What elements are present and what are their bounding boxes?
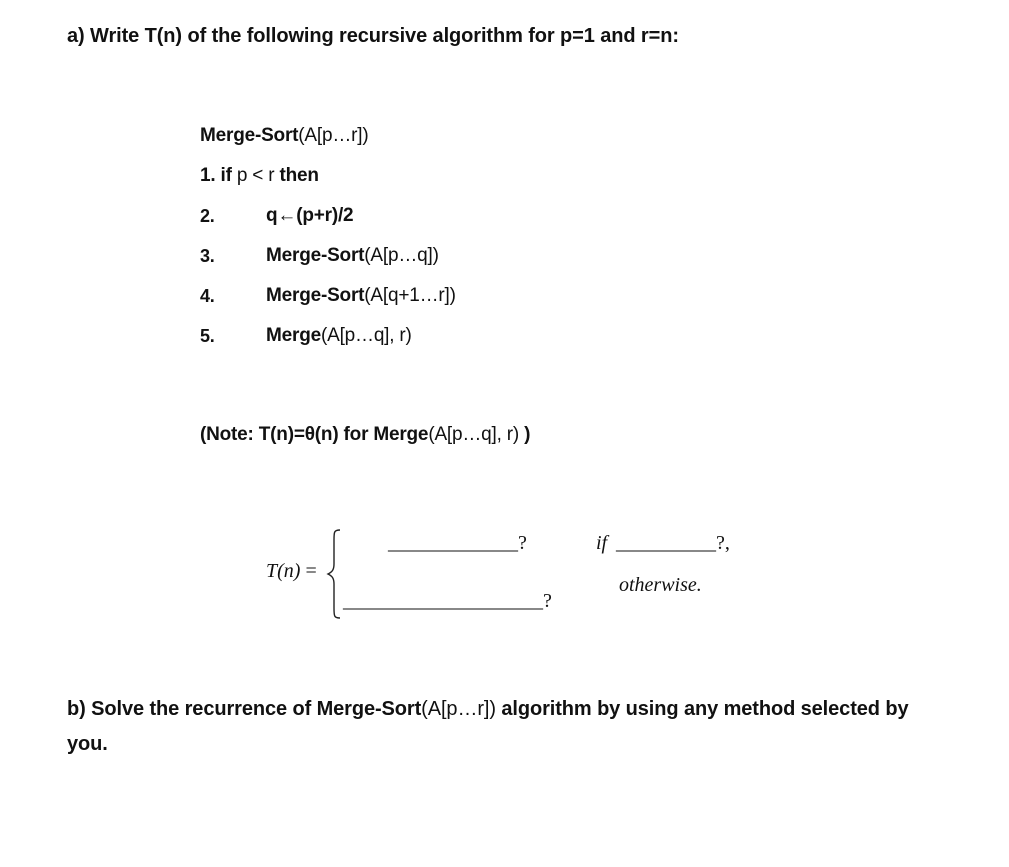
step-number: 5. — [200, 326, 215, 346]
condition: p < r — [231, 165, 280, 186]
part-b-question-line-2: you. — [67, 733, 108, 755]
step-2-var: q — [266, 205, 278, 226]
assign-arrow-icon: ← — [277, 205, 297, 226]
part-b-question-line-1: b) Solve the recurrence of Merge-Sort(A[… — [67, 698, 909, 721]
note-prefix: (Note: T(n)= — [200, 424, 305, 445]
step-5-call: Merge — [266, 325, 321, 346]
step-2-expr: (p+r)/2 — [296, 205, 354, 226]
algorithm-name: Merge-Sort — [200, 125, 299, 146]
keyword-if: 1. if — [200, 165, 232, 186]
step-number: 4. — [200, 286, 215, 306]
keyword-then: then — [279, 165, 319, 186]
step-4-statement: Merge-Sort(A[q+1…r]) — [266, 285, 456, 307]
case-2-otherwise: otherwise. — [619, 574, 702, 596]
step-3-args: (A[p…q]) — [364, 245, 439, 266]
case-1-if: if — [596, 532, 608, 554]
note: (Note: T(n)=θ(n) for Merge(A[p…q], r) ) — [200, 424, 530, 446]
lhs-T: T — [266, 560, 278, 582]
lhs-n: (n) — [277, 560, 301, 582]
note-middle: (n) for Merge — [314, 424, 429, 445]
case-2-value-blank[interactable]: ____________________? — [343, 590, 552, 612]
left-brace-icon — [326, 529, 341, 619]
step-number: 3. — [200, 246, 215, 266]
recurrence-lhs: T(n) = — [266, 560, 317, 583]
part-b-prefix: b) Solve the recurrence of Merge-Sort — [67, 698, 422, 720]
algorithm-line-1: 1. if p < r then — [200, 165, 319, 187]
step-5-args: (A[p…q], r) — [320, 325, 412, 346]
algorithm-header: Merge-Sort(A[p…r]) — [200, 125, 369, 147]
note-args: (A[p…q], r) — [428, 424, 520, 445]
step-4-call: Merge-Sort — [266, 285, 365, 306]
part-b-suffix: algorithm by using any method selected b… — [495, 698, 909, 720]
step-4-args: (A[q+1…r]) — [364, 285, 456, 306]
step-3-call: Merge-Sort — [266, 245, 365, 266]
algorithm-args: (A[p…r]) — [298, 125, 369, 146]
step-2-statement: q←(p+r)/2 — [266, 205, 354, 227]
case-1-value-blank[interactable]: _____________? — [388, 532, 527, 554]
case-1-condition-blank[interactable]: __________?, — [616, 532, 730, 554]
step-number: 2. — [200, 206, 215, 226]
part-b-args: (A[p…r]) — [421, 698, 496, 720]
part-a-question: a) Write T(n) of the following recursive… — [67, 25, 679, 47]
step-3-statement: Merge-Sort(A[p…q]) — [266, 245, 439, 267]
theta-symbol: θ — [304, 424, 315, 445]
equals-sign: = — [300, 560, 317, 582]
step-5-statement: Merge(A[p…q], r) — [266, 325, 412, 347]
note-suffix: ) — [519, 424, 531, 445]
